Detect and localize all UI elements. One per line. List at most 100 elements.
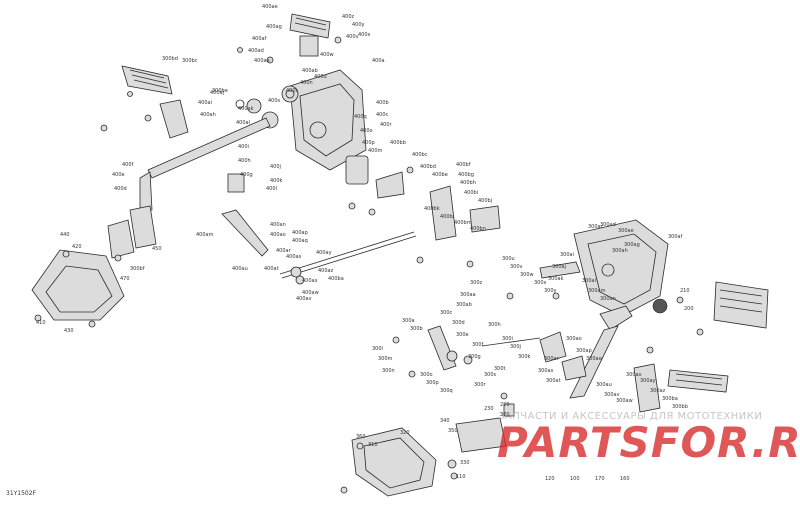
callout-label: 300ay — [640, 378, 656, 384]
callout-label: 400as — [286, 254, 302, 260]
callout-label: 410 — [36, 320, 46, 326]
callout-label: 400q — [354, 114, 367, 120]
callout-label: 400ax — [302, 278, 318, 284]
main-bracket-right — [539, 219, 669, 317]
callout-label: 300c — [440, 310, 453, 316]
callout-label: 300w — [520, 272, 534, 278]
callout-label: 400bb — [390, 140, 406, 146]
callout-label: 400a — [372, 58, 385, 64]
callout-label: 300t — [494, 366, 506, 372]
callout-label: 400e — [112, 172, 125, 178]
diagram-code: 31Y1502F — [6, 490, 37, 497]
callout-label: 400t — [286, 88, 298, 94]
callout-label: 400z — [342, 14, 355, 20]
callout-label: 360 — [356, 434, 366, 440]
callout-label: 400b — [376, 100, 389, 106]
callout-label: 400aa — [254, 58, 270, 64]
callout-label: 300bf — [130, 266, 145, 272]
callout-label: 330 — [460, 460, 470, 466]
callout-label: 400al — [236, 120, 250, 126]
callout-label: 300ak — [548, 276, 564, 282]
callout-label: 300ad — [600, 222, 616, 228]
callout-label: 400m — [368, 148, 383, 154]
callout-label: 300au — [596, 382, 612, 388]
callout-label: 400ba — [328, 276, 344, 282]
callout-label: 300v — [510, 264, 523, 270]
callout-label: 300aa — [460, 292, 476, 298]
callout-label: 400ag — [266, 24, 282, 30]
callout-label: 300ao — [566, 336, 582, 342]
callout-label: 300ah — [612, 248, 628, 254]
callout-label: 400az — [318, 268, 334, 274]
callout-label: 310 — [368, 442, 378, 448]
footpeg-upper-center — [289, 13, 331, 57]
callout-label: 300ax — [626, 372, 642, 378]
shift-rod-right — [539, 305, 633, 399]
watermark-logo: PARTSFOR.RU — [497, 418, 800, 467]
callout-label: 300aj — [552, 264, 566, 270]
callout-label: 400aw — [302, 290, 319, 296]
callout-label: 300ai — [560, 252, 574, 258]
callout-label: 400be — [432, 172, 448, 178]
callout-label: 300q — [440, 388, 453, 394]
callout-label: 400bg — [458, 172, 474, 178]
callout-label: 300av — [604, 392, 620, 398]
callout-label: 400ay — [316, 250, 332, 256]
callout-label: 450 — [152, 246, 162, 252]
callout-label: 300bd — [162, 56, 178, 62]
callout-label: 300r — [474, 382, 487, 388]
fasteners — [34, 36, 704, 494]
callout-label: 300z — [470, 280, 483, 286]
callout-label: 400ak — [238, 106, 254, 112]
callout-label: 400bi — [464, 190, 478, 196]
callout-label: 400ab — [302, 68, 318, 74]
callout-label: 400aj — [210, 90, 224, 96]
callout-label: 300k — [518, 354, 531, 360]
callout-label: 320 — [400, 430, 410, 436]
callout-label: 300ac — [588, 224, 604, 230]
heel-guard-lower — [351, 427, 458, 497]
callout-label: 430 — [64, 328, 74, 334]
callout-label: 400ao — [270, 232, 286, 238]
footpeg-right-upper — [713, 281, 769, 329]
callout-label: 300an — [600, 296, 616, 302]
callout-label: 400bk — [424, 206, 440, 212]
callout-label: 300at — [546, 378, 561, 384]
callout-label: 300ae — [618, 228, 634, 234]
callout-label: 300j — [510, 344, 521, 350]
callout-label: 400av — [296, 296, 312, 302]
callout-label: 300ag — [624, 242, 640, 248]
callout-label: 300bb — [672, 404, 688, 410]
callout-label: 400aq — [292, 238, 308, 244]
callout-label: 300as — [538, 368, 554, 374]
callout-label: 210 — [680, 288, 690, 294]
callout-label: 300az — [650, 388, 666, 394]
callout-label: 300l — [372, 346, 383, 352]
callout-label: 300bc — [182, 58, 198, 64]
callout-label: 400bf — [456, 162, 471, 168]
callout-label: 300be — [212, 88, 228, 94]
callout-label: 200 — [684, 306, 694, 312]
callout-label: 300aq — [586, 356, 602, 362]
callout-label: 400bm — [454, 220, 472, 226]
callout-label: 400j — [270, 164, 281, 170]
callout-label: 300am — [588, 288, 606, 294]
brake-linkage-middle — [221, 171, 501, 285]
callout-label: 220 — [500, 402, 510, 408]
brake-pedal-lower — [427, 325, 541, 453]
callout-label: 400at — [264, 266, 279, 272]
callout-label: 300g — [468, 354, 481, 360]
heel-guard-left — [31, 219, 135, 321]
callout-label: 400bl — [440, 214, 454, 220]
callout-label: 400bd — [420, 164, 436, 170]
callout-label: 300af — [668, 234, 683, 240]
callout-label: 400d — [114, 186, 127, 192]
callout-label: 400bj — [478, 198, 492, 204]
callout-label: 420 — [72, 244, 82, 250]
callout-label: 300b — [410, 326, 423, 332]
callout-label: 300ar — [544, 356, 560, 362]
callout-label: 400ai — [198, 100, 212, 106]
callout-label: 400w — [320, 52, 334, 58]
